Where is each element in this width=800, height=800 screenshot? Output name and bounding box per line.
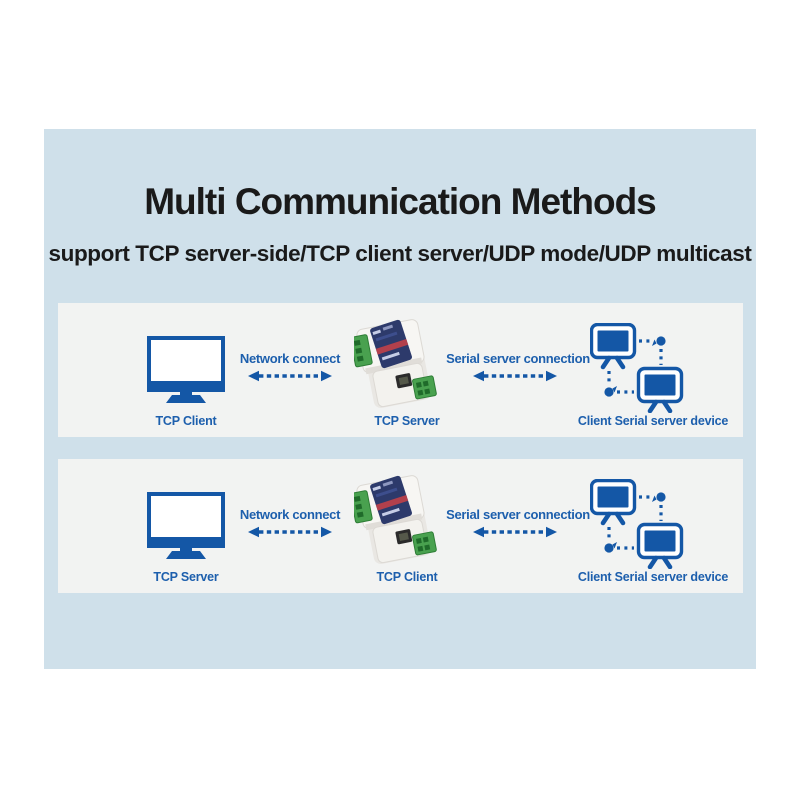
device-node-label: TCP Server (374, 414, 440, 428)
subtitle: support TCP server-side/TCP client serve… (48, 241, 752, 266)
network-connect-label: Network connect (239, 351, 341, 366)
dual-monitor-network-icon (590, 323, 684, 413)
left-node-label: TCP Client (155, 414, 217, 428)
page-title: Multi Communication Methods (144, 181, 657, 222)
dual-monitor-network-icon (590, 479, 684, 569)
network-connect-label: Network connect (239, 507, 341, 522)
left-node-label: TCP Server (153, 570, 219, 584)
double-headed-dashed-arrow-icon (473, 370, 557, 382)
diagram-row-tcp-server-to-client: TCP Server Network connect TCP Client Se… (58, 459, 743, 593)
serial-connection-label: Serial server connection (446, 507, 590, 522)
info-panel: Multi Communication Methods support TCP … (44, 129, 756, 669)
monitor-icon (147, 492, 225, 560)
monitor-icon (147, 336, 225, 404)
double-headed-dashed-arrow-icon (473, 526, 557, 538)
diagram-row-tcp-client-to-server: TCP Client Network connect TCP Server Se… (58, 303, 743, 437)
serial-connection-label: Serial server connection (446, 351, 590, 366)
device-node-label: TCP Client (376, 570, 438, 584)
right-node-label: Client Serial server device (577, 414, 729, 428)
double-headed-dashed-arrow-icon (248, 370, 332, 382)
double-headed-dashed-arrow-icon (248, 526, 332, 538)
right-node-label: Client Serial server device (577, 570, 729, 584)
